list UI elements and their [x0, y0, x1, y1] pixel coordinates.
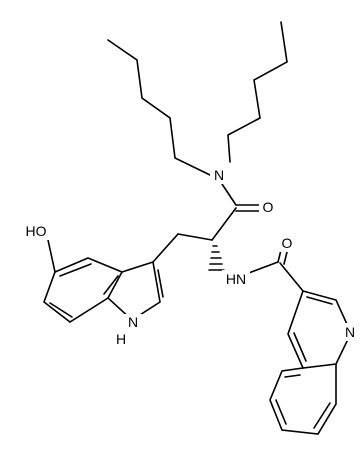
atom-o-carbonyl-2: O [282, 235, 293, 251]
quinoline-benzo-double-1 [275, 399, 287, 425]
quinoline-benzo-ring [269, 363, 337, 435]
atom-o-carbonyl-1: O [263, 199, 274, 215]
atom-n-tertiary-amide: N [214, 167, 224, 183]
indole-pyrrole-ring [107, 260, 161, 322]
bond-ch2-indole [152, 233, 179, 263]
bond-nh-carbonyl-2 [245, 261, 279, 275]
indole-benzene-double-1 [59, 263, 92, 277]
quinoline-benzo-double-2 [313, 402, 331, 429]
pentyl-chain-left [107, 39, 211, 176]
quinoline-benzo-double-3 [284, 374, 301, 378]
atom-n-indole: N [128, 314, 138, 330]
pentyl-chain-right [227, 21, 288, 163]
atom-hydroxyl: HO [26, 223, 47, 239]
indole-benzene-ring [43, 257, 123, 323]
bond-carbonyl-2-double-b [283, 251, 288, 265]
atom-label-layer: N O HO HN O N H N [20, 166, 359, 348]
indole-benzene-double-3 [103, 275, 119, 295]
bond-alpha-ch2 [177, 233, 213, 241]
bond-hydroxyl [47, 239, 56, 273]
quinoline-inner-double-1 [306, 296, 333, 305]
indole-benzene-double-2 [49, 302, 73, 318]
bond-carbonyl-2-quinoline [279, 262, 304, 292]
indole-pyrrole-double [157, 269, 164, 298]
bond-carbonyl-alpha [211, 207, 237, 241]
bond-layer [43, 21, 352, 435]
quinoline-inner-double-2 [293, 332, 307, 362]
atom-n-quinoline: N [345, 324, 355, 340]
bond-n-carbonyl [221, 183, 237, 206]
atom-h-indole: H [116, 331, 126, 347]
stereo-hash-bond [208, 245, 225, 271]
atom-nh-amide: HN [226, 271, 246, 287]
